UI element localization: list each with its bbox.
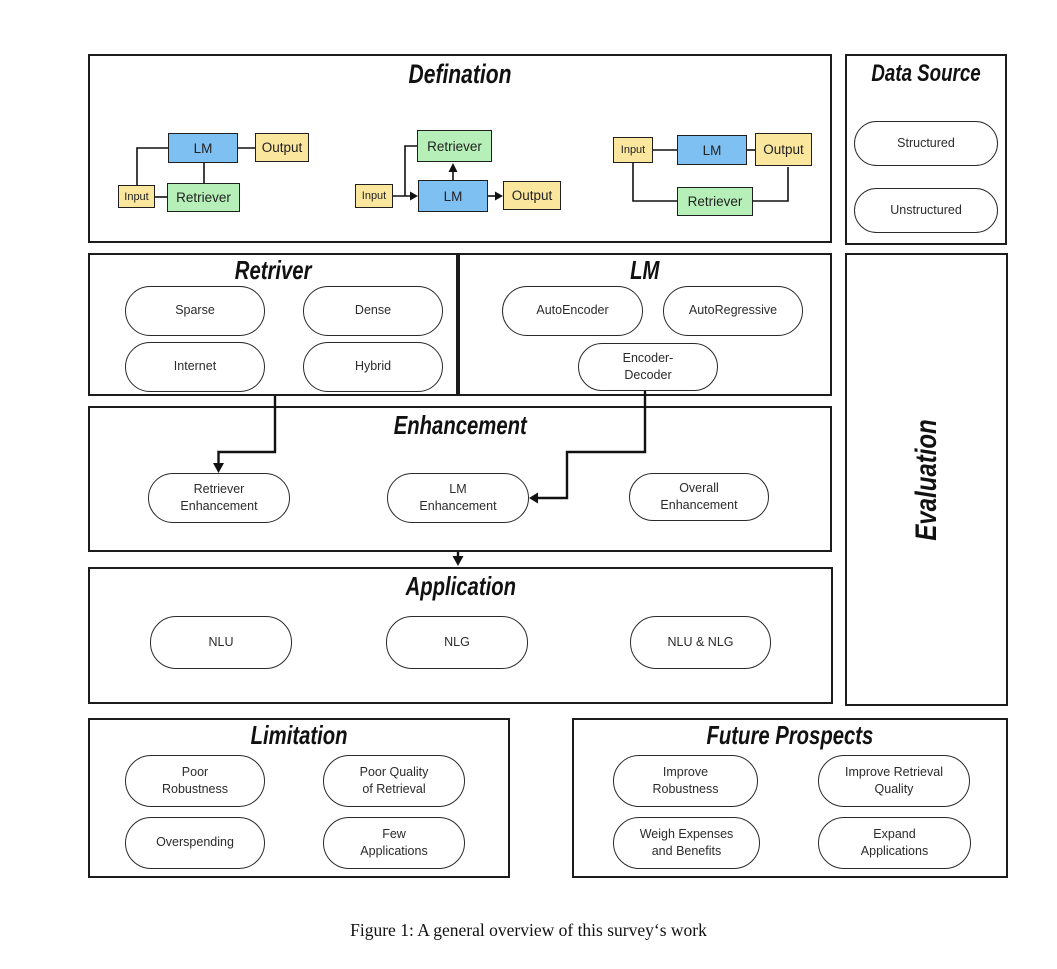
diagram2-lm-box: LM <box>418 180 488 212</box>
diagram2-input-label: Input <box>361 190 387 202</box>
data-source-title: Data Source <box>871 60 981 87</box>
diagram1-lm-box: LM <box>168 133 238 163</box>
pill-few-applications: Few Applications <box>323 817 465 869</box>
application-title: Application <box>405 571 516 601</box>
pill-hybrid: Hybrid <box>303 342 443 392</box>
diagram3-output-label: Output <box>763 142 804 157</box>
limitation-title: Limitation <box>250 720 348 750</box>
pill-encoder-decoder: Encoder- Decoder <box>578 343 718 391</box>
future-prospects-title: Future Prospects <box>706 720 874 750</box>
diagram1-retriever-label: Retriever <box>176 190 231 205</box>
diagram2-output-label: Output <box>511 188 553 203</box>
pill-lm-enhancement: LM Enhancement <box>387 473 529 523</box>
diagram1-output-label: Output <box>261 140 303 155</box>
pill-autoencoder: AutoEncoder <box>502 286 643 336</box>
diagram3-input-label: Input <box>620 144 646 156</box>
pill-improve-retrieval-quality: Improve Retrieval Quality <box>818 755 970 807</box>
diagram2-retriever-label: Retriever <box>427 138 482 154</box>
pill-poor-quality-of-retrieval: Poor Quality of Retrieval <box>323 755 465 807</box>
pill-unstructured: Unstructured <box>854 188 998 233</box>
pill-retriever-enhancement: Retriever Enhancement <box>148 473 290 523</box>
pill-internet: Internet <box>125 342 265 392</box>
pill-poor-robustness: Poor Robustness <box>125 755 265 807</box>
diagram2-lm-label: LM <box>443 188 463 204</box>
enhancement-to-application-arrowhead <box>452 556 464 566</box>
pill-nlu-and-nlg: NLU & NLG <box>630 616 771 669</box>
pill-overall-enhancement: Overall Enhancement <box>629 473 769 521</box>
pill-nlg: NLG <box>386 616 528 669</box>
lm-title: LM <box>630 255 660 285</box>
diagram3-retriever-label: Retriever <box>687 194 743 209</box>
diagram1-input-box: Input <box>118 185 155 208</box>
pill-overspending: Overspending <box>125 817 265 869</box>
pill-improve-robustness: Improve Robustness <box>613 755 758 807</box>
enhancement-title: Enhancement <box>393 410 527 440</box>
retriver-title: Retriver <box>234 255 312 285</box>
diagram3-lm-label: LM <box>702 142 722 158</box>
diagram2-retriever-box: Retriever <box>417 130 492 162</box>
diagram3-lm-box: LM <box>677 135 747 165</box>
diagram1-retriever-box: Retriever <box>167 183 240 212</box>
pill-autoregressive: AutoRegressive <box>663 286 803 336</box>
section-evaluation: Evaluation <box>845 253 1008 706</box>
defination-title: Defination <box>408 59 512 89</box>
diagram1-output-box: Output <box>255 133 309 162</box>
diagram2-input-box: Input <box>355 184 393 208</box>
diagram3-retriever-box: Retriever <box>677 187 753 216</box>
diagram2-output-box: Output <box>503 181 561 210</box>
pill-sparse: Sparse <box>125 286 265 336</box>
figure-caption: Figure 1: A general overview of this sur… <box>350 920 707 940</box>
diagram1-lm-label: LM <box>193 140 213 156</box>
diagram1-input-label: Input <box>124 190 149 203</box>
diagram3-input-box: Input <box>613 137 653 163</box>
pill-expand-applications: Expand Applications <box>818 817 971 869</box>
pill-structured: Structured <box>854 121 998 166</box>
diagram3-output-box: Output <box>755 133 812 166</box>
pill-weigh-expenses-and-benefits: Weigh Expenses and Benefits <box>613 817 760 869</box>
pill-dense: Dense <box>303 286 443 336</box>
evaluation-title: Evaluation <box>909 418 943 541</box>
pill-nlu: NLU <box>150 616 292 669</box>
